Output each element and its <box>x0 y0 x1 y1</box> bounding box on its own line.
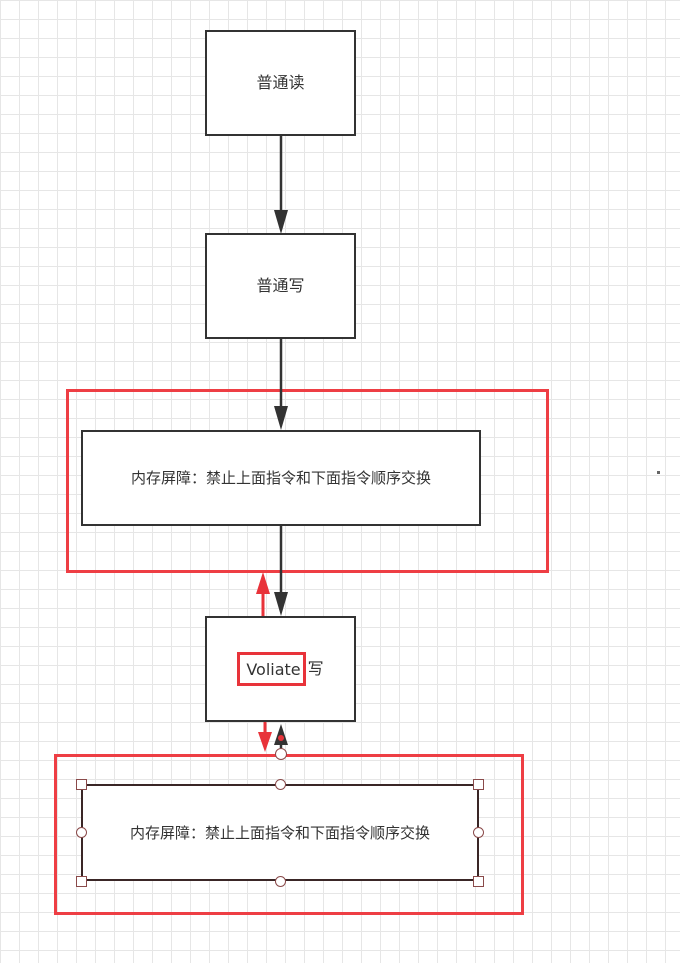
highlight-frame-barrier-bottom <box>54 754 524 915</box>
red-arrow-up-head <box>256 572 270 594</box>
arrowhead-into-volatile-bottom <box>274 724 288 745</box>
red-arrow-down-head <box>258 732 272 752</box>
node-normal-read[interactable]: 普通读 <box>205 30 356 136</box>
connection-point <box>278 735 284 741</box>
resize-handle-middle-right[interactable] <box>473 827 484 838</box>
resize-handle-top-right[interactable] <box>473 779 484 790</box>
resize-handle-bottom-left[interactable] <box>76 876 87 887</box>
volatile-write-suffix: 写 <box>307 659 324 678</box>
node-normal-write[interactable]: 普通写 <box>205 233 356 339</box>
resize-handle-top-middle[interactable] <box>275 779 286 790</box>
resize-handle-top-left[interactable] <box>76 779 87 790</box>
resize-handle-bottom-right[interactable] <box>473 876 484 887</box>
node-memory-barrier-bottom[interactable]: 内存屏障：禁止上面指令和下面指令顺序交换 <box>81 784 479 881</box>
resize-handle-bottom-middle[interactable] <box>275 876 286 887</box>
volatile-keyword-highlight: Voliate <box>237 652 306 686</box>
node-volatile-write-label: Voliate 写 <box>237 652 324 686</box>
resize-handle-middle-left[interactable] <box>76 827 87 838</box>
stray-dot <box>657 471 660 474</box>
node-memory-barrier-top-label: 内存屏障：禁止上面指令和下面指令顺序交换 <box>130 469 431 487</box>
arrowhead-barrier-to-volatile <box>274 592 288 616</box>
highlight-frame-barrier-top <box>66 389 549 573</box>
node-normal-write-label: 普通写 <box>256 276 305 295</box>
node-normal-read-label: 普通读 <box>256 73 305 92</box>
node-volatile-write[interactable]: Voliate 写 <box>205 616 356 722</box>
node-memory-barrier-bottom-label: 内存屏障：禁止上面指令和下面指令顺序交换 <box>129 823 430 842</box>
arrowhead-read-to-write <box>274 210 288 234</box>
node-memory-barrier-top[interactable]: 内存屏障：禁止上面指令和下面指令顺序交换 <box>81 430 481 526</box>
